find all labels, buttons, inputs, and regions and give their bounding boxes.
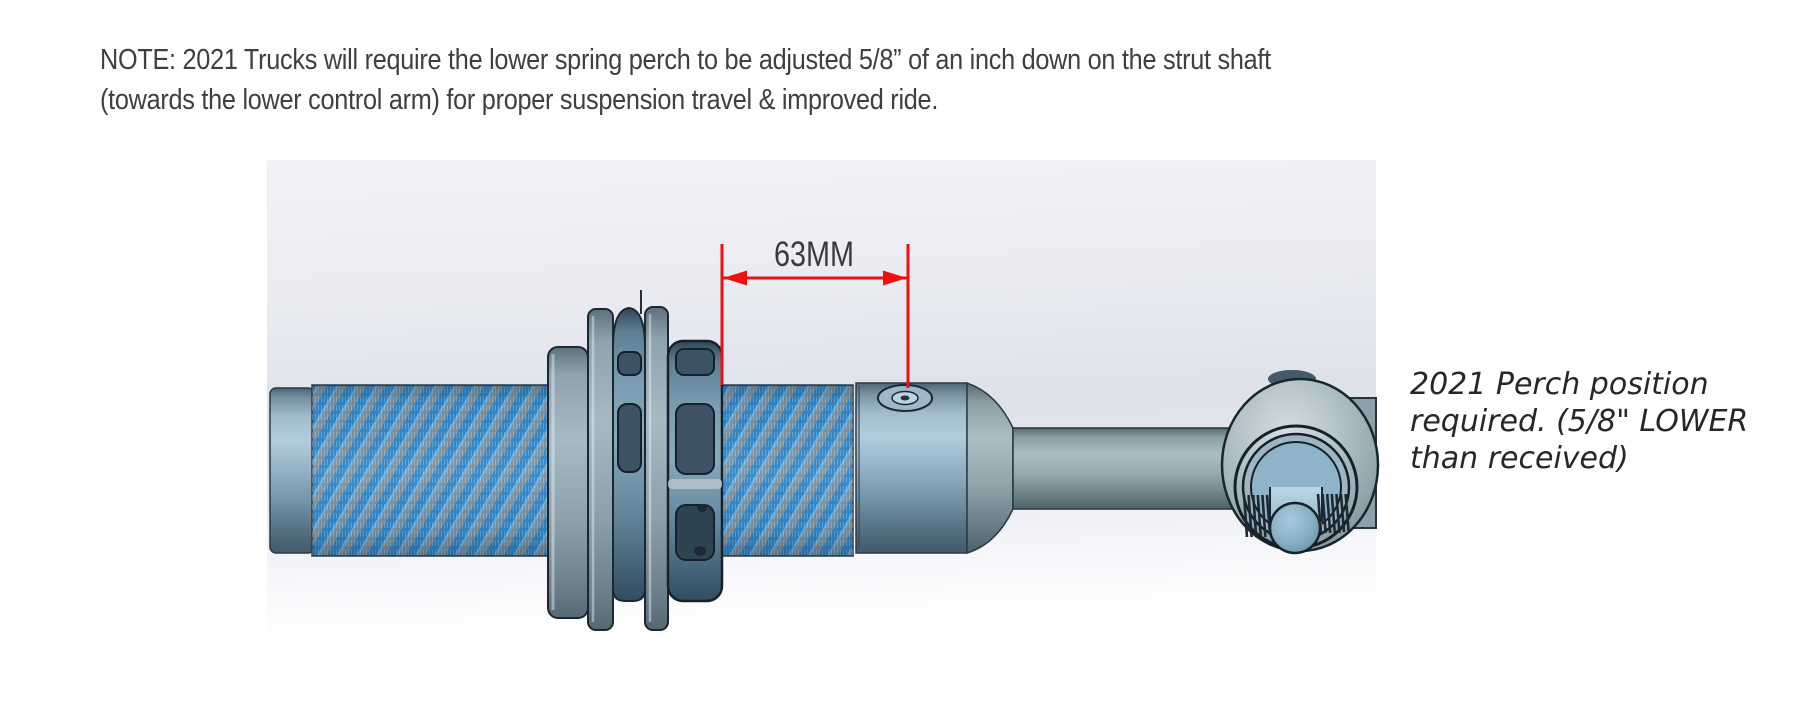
note-line-1: NOTE: 2021 Trucks will require the lower… [100, 44, 1271, 76]
eyelet-end [1220, 370, 1380, 555]
dimension-arrowheads [723, 270, 907, 286]
strut-shaft-diagram: 63MM [269, 235, 1380, 631]
shaft-smooth-section [855, 382, 968, 554]
shaft-taper [966, 381, 1014, 555]
cross-drilled-hole [877, 384, 933, 412]
shaft-left-stub [269, 387, 315, 554]
note-line-2: (towards the lower control arm) for prop… [100, 84, 939, 116]
annotation-line-1: 2021 Perch position [1410, 367, 1709, 402]
dimension-lines [720, 244, 910, 388]
perch-position-annotation: 2021 Perch position required. (5/8" LOWE… [1410, 366, 1748, 477]
spring-perch-assembly [547, 290, 724, 631]
threaded-section-exposed [721, 384, 854, 557]
annotation-line-3: than received) [1410, 441, 1629, 476]
note-text: NOTE: 2021 Trucks will require the lower… [100, 40, 1271, 120]
shaft-rod [1012, 427, 1236, 510]
retaining-coil-right [1316, 493, 1350, 534]
threaded-section-left [311, 384, 554, 557]
cad-drawing-canvas: 63MM [267, 160, 1380, 635]
dimension-label: 63MM [774, 235, 854, 274]
retaining-coil-left [1242, 494, 1272, 538]
annotation-line-2: required. (5/8" LOWER [1410, 404, 1749, 439]
spherical-bearing-bore [1268, 487, 1323, 555]
